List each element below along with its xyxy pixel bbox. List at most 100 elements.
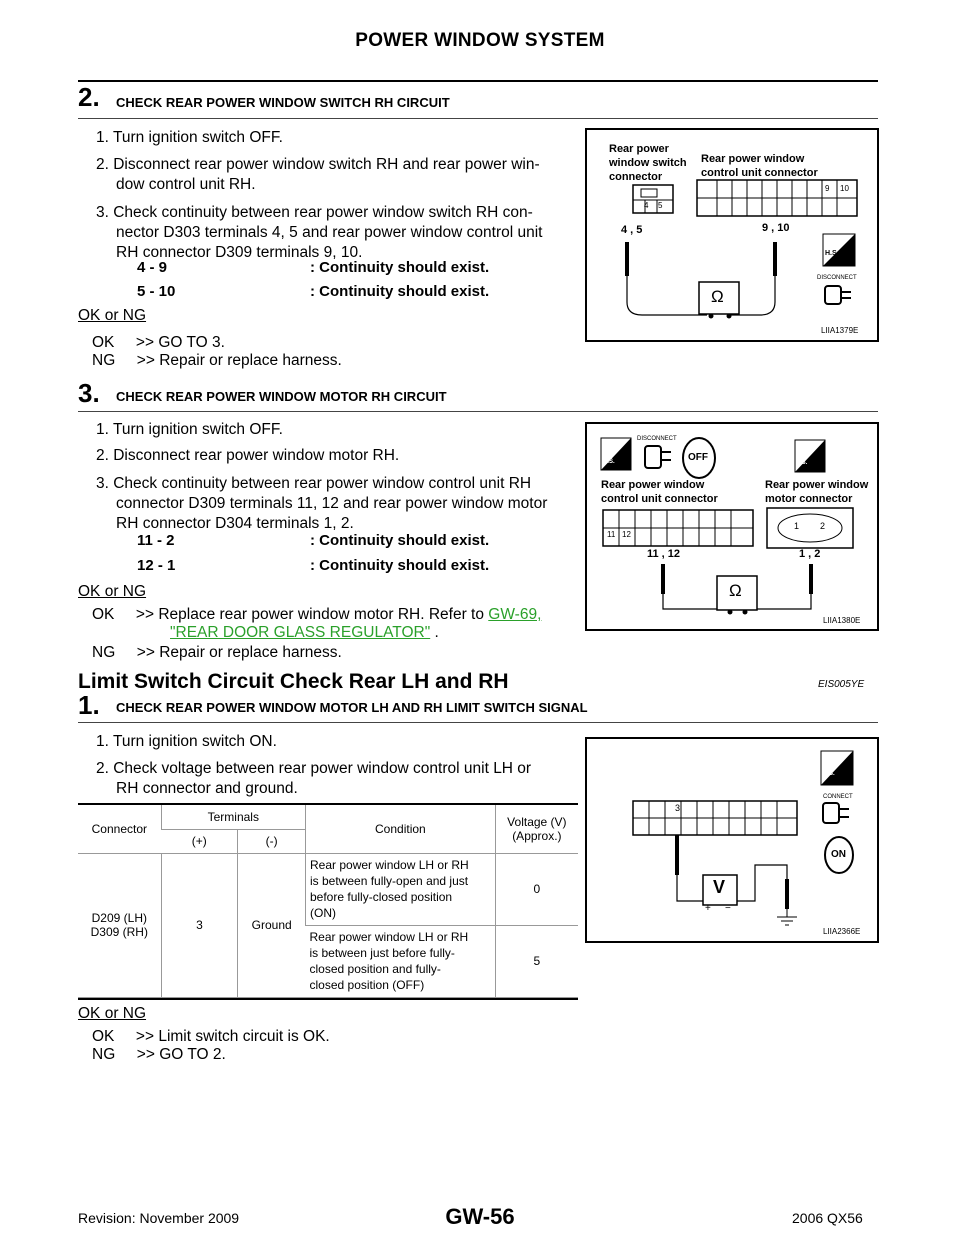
cond-off-line3: closed position and fully- — [309, 962, 441, 976]
step2-result-1: : Continuity should exist. — [310, 259, 490, 276]
step1-number: 1. — [78, 690, 100, 720]
step3-item-1: 1. Turn ignition switch OFF. — [96, 421, 283, 438]
fig2-term-1: 1 — [794, 521, 800, 531]
cell-connector-lh: D209 (LH) — [91, 911, 147, 925]
step1-ng-result: NG >> GO TO 2. — [92, 1046, 226, 1063]
step2-item-2b: dow control unit RH. — [116, 176, 256, 193]
cell-connector: D209 (LH)D309 (RH) — [78, 853, 162, 998]
fig3-connect-label: CONNECT — [823, 794, 853, 800]
cell-voltage-off: 5 — [494, 925, 578, 998]
fig2-label-motor-line1: Rear power window — [765, 479, 869, 491]
step1-ok-result: OK >> Limit switch circuit is OK. — [92, 1028, 330, 1045]
step1-item-2b: RH connector and ground. — [116, 780, 298, 797]
fig1-term-10: 10 — [840, 184, 849, 193]
step3-item-2: 2. Disconnect rear power window motor RH… — [96, 447, 400, 464]
fig1-hs-badge: H.S. — [825, 250, 839, 257]
fig2-label-unit-line1: Rear power window — [601, 479, 705, 491]
page-header-title: POWER WINDOW SYSTEM — [355, 30, 605, 51]
fig1-term-9: 9 — [825, 184, 830, 193]
fig2-term-11: 11 — [607, 530, 616, 539]
step3-rule — [78, 411, 878, 412]
footer-revision: Revision: November 2009 — [78, 1210, 240, 1226]
step1-rule — [78, 722, 878, 723]
fig1-label-switch: Rear power window switch connector — [609, 142, 687, 184]
step3-ng-result: NG >> Repair or replace harness. — [92, 644, 342, 661]
figure-drawing-3 — [632, 750, 854, 926]
link-rear-door-glass-regulator[interactable]: "REAR DOOR GLASS REGULATOR" — [170, 624, 431, 641]
th-plus: (+) — [161, 829, 238, 854]
fig2-term-2: 2 — [820, 521, 826, 531]
step1-item-2: 2. Check voltage between rear power wind… — [96, 760, 532, 777]
ohmmeter-icon: Ω — [711, 287, 724, 306]
fig2-disconnect-label: DISCONNECT — [637, 436, 677, 442]
cond-on-line4: (ON) — [310, 906, 336, 920]
fig1-label-switch-line2: window switch — [609, 157, 687, 169]
voltmeter-icon: V — [713, 877, 726, 897]
footer-model: 2006 QX56 — [792, 1210, 863, 1226]
fig2-term-12: 12 — [622, 530, 631, 539]
voltmeter-minus: − — [725, 903, 731, 914]
step2-title: CHECK REAR POWER WINDOW SWITCH RH CIRCUI… — [116, 95, 450, 110]
cond-on-line1: Rear power window LH or RH — [310, 858, 469, 872]
step2-pair-2: 5 - 10 — [137, 283, 176, 300]
fig2-ts-badge: T.S. — [797, 460, 808, 466]
step2-pair-1: 4 - 9 — [137, 259, 168, 276]
fig2-label-motor-line2: motor connector — [765, 493, 853, 505]
cond-off-line2: is between just before fully- — [309, 946, 455, 960]
step3-pair-2: 12 - 1 — [137, 557, 176, 574]
step1-ok-or-ng: OK or NG — [78, 1005, 147, 1022]
step3-ok-suffix: . — [430, 624, 439, 641]
th-voltage: Voltage (V)(Approx.) — [494, 805, 578, 854]
step3-ok-text: OK >> Replace rear power window motor RH… — [92, 606, 484, 623]
th-terminals: Terminals — [160, 805, 306, 830]
fig1-label-unit-line2: control unit connector — [701, 167, 818, 179]
step2-item-3: 3. Check continuity between rear power w… — [96, 204, 533, 221]
fig2-label-motor: Rear power window motor connector — [765, 478, 868, 506]
cell-condition-on: Rear power window LH or RH is between fu… — [305, 853, 496, 926]
figure-control-unit-to-motor: H.S. T.S. DISCONNECT OFF Rear power wind… — [585, 422, 879, 631]
voltage-spec-table: Connector Terminals Condition Voltage (V… — [78, 803, 578, 1000]
fig1-label-unit-line1: Rear power window — [701, 153, 805, 165]
figure-switch-to-control-unit: Rear power window switch connector Rear … — [585, 128, 879, 342]
step2-item-3b: nector D303 terminals 4, 5 and rear powe… — [116, 224, 543, 241]
th-voltage-line2: (Approx.) — [512, 828, 562, 843]
fig3-hs-badge: H.S. — [823, 771, 835, 777]
step2-number: 2. — [78, 82, 100, 112]
th-minus: (-) — [237, 829, 306, 854]
voltmeter-plus: + — [705, 903, 711, 914]
step3-item-3b: connector D309 terminals 11, 12 and rear… — [116, 495, 548, 512]
fig1-pins-switch: 4 , 5 — [621, 224, 643, 236]
cond-on-line3: before fully-closed position — [310, 890, 453, 904]
page-number: GW-56 — [445, 1204, 515, 1229]
fig1-pins-unit: 9 , 10 — [762, 222, 790, 234]
step2-result-2: : Continuity should exist. — [310, 283, 490, 300]
fig2-label-unit-line2: control unit connector — [601, 493, 718, 505]
step1-title: CHECK REAR POWER WINDOW MOTOR LH AND RH … — [116, 700, 588, 715]
step3-result-1: : Continuity should exist. — [310, 532, 490, 549]
step3-ok-result: OK >> Replace rear power window motor RH… — [92, 605, 541, 625]
fig2-hs-badge: H.S. — [603, 459, 615, 465]
section-code: EIS005YE — [818, 679, 865, 690]
th-voltage-line1: Voltage (V) — [507, 814, 567, 829]
figure-voltage-check: H.S. CONNECT ON 3 V + − LIIA2366E — [585, 737, 879, 943]
step2-item-1: 1. Turn ignition switch OFF. — [96, 129, 283, 146]
fig3-id: LIIA2366E — [823, 927, 861, 936]
th-condition: Condition — [305, 805, 496, 854]
link-gw-69[interactable]: GW-69, — [488, 606, 542, 623]
ohmmeter-icon-2: Ω — [729, 581, 742, 600]
fig1-label-switch-line3: connector — [609, 171, 663, 183]
fig2-id: LIIA1380E — [823, 616, 861, 625]
cell-minus: Ground — [237, 853, 306, 998]
step3-ok-result-line2: "REAR DOOR GLASS REGULATOR" . — [170, 623, 439, 643]
step3-number: 3. — [78, 378, 100, 408]
fig1-label-unit: Rear power window control unit connector — [701, 152, 818, 180]
cell-condition-off: Rear power window LH or RH is between ju… — [305, 925, 496, 998]
section-title: Limit Switch Circuit Check Rear LH and R… — [78, 670, 509, 693]
step3-pair-1: 11 - 2 — [137, 532, 175, 549]
fig1-label-switch-line1: Rear power — [609, 143, 669, 155]
step3-ok-or-ng: OK or NG — [78, 583, 147, 600]
step2-item-2: 2. Disconnect rear power window switch R… — [96, 156, 540, 173]
fig2-pins-motor: 1 , 2 — [799, 548, 821, 560]
fig1-term-5: 5 — [658, 201, 663, 210]
step3-item-3c: RH connector D304 terminals 1, 2. — [116, 515, 354, 532]
